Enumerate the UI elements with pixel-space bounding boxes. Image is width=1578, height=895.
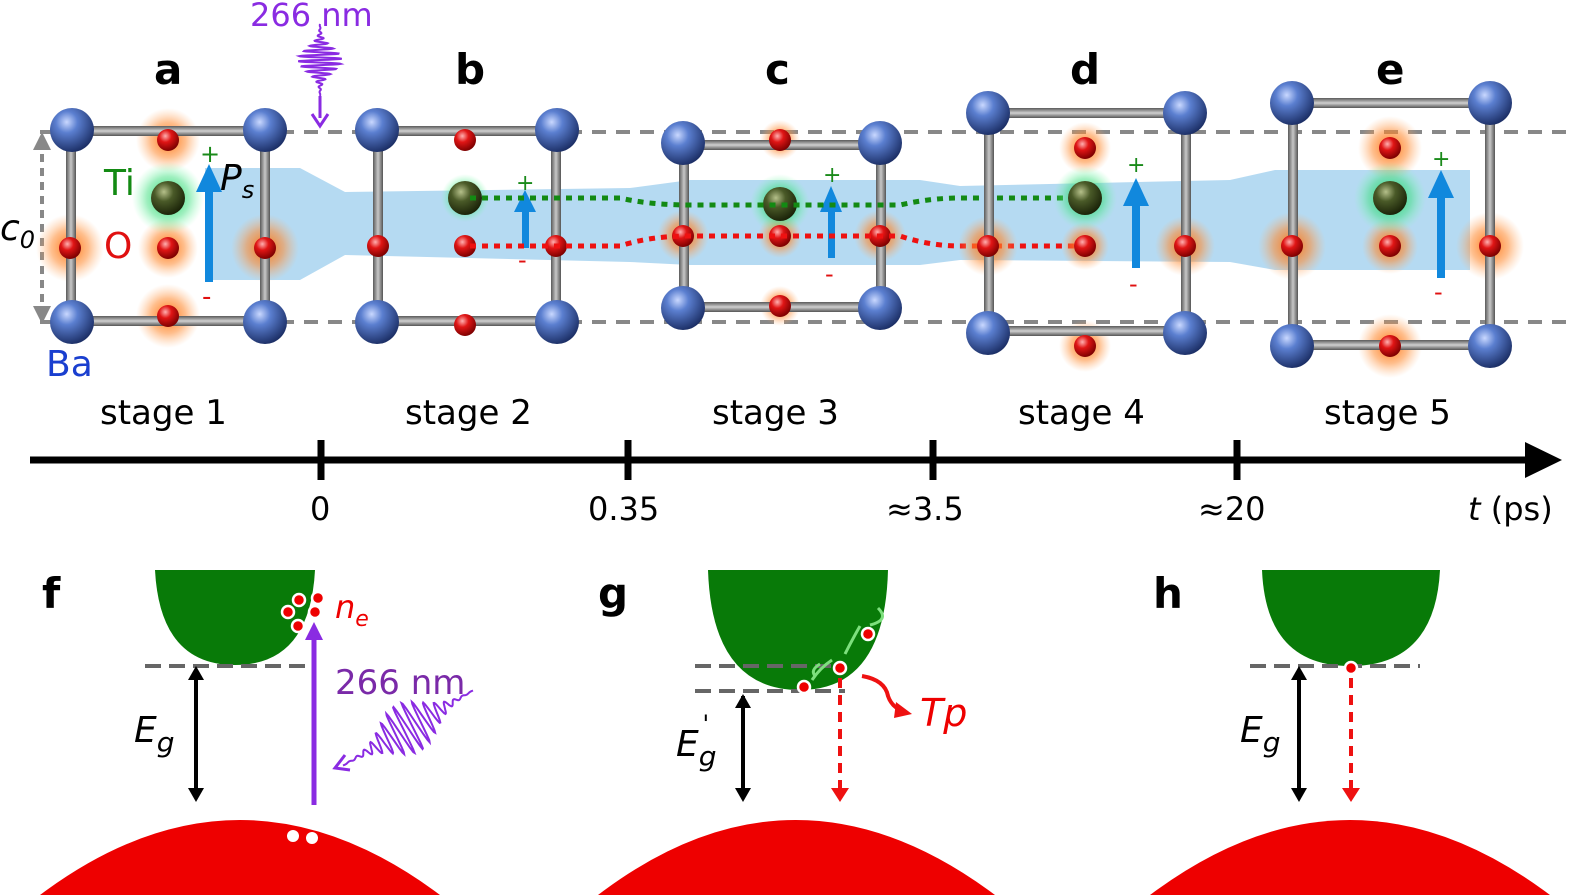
polarization-arrow-b bbox=[514, 190, 536, 248]
stage-label-5: stage 5 bbox=[1324, 393, 1451, 433]
svg-text:+: + bbox=[516, 171, 534, 196]
relaxation-arrows bbox=[810, 606, 884, 681]
pulse-wavepacket-top bbox=[295, 23, 345, 97]
time-axis-label: t (ps) bbox=[1468, 490, 1553, 528]
unit-cell-a bbox=[36, 108, 299, 348]
o-label: O bbox=[104, 226, 132, 267]
excited-electrons bbox=[280, 590, 326, 634]
panel-letter-b: b bbox=[455, 45, 485, 94]
conduction-band-f bbox=[155, 570, 315, 665]
panel-letter-c: c bbox=[765, 45, 790, 94]
holes-g bbox=[806, 806, 878, 828]
panel-letter-a: a bbox=[154, 45, 182, 94]
polarization-arrow-d bbox=[1123, 178, 1149, 268]
svg-text:-: - bbox=[825, 260, 834, 288]
unit-cell-e bbox=[1258, 81, 1524, 378]
svg-text:-: - bbox=[202, 282, 211, 312]
o-displacement-line bbox=[470, 233, 1080, 249]
ba-label: Ba bbox=[46, 344, 93, 385]
valence-band-h bbox=[1150, 820, 1550, 895]
polarization-arrow-a bbox=[196, 164, 222, 282]
panel-letter-d: d bbox=[1070, 45, 1100, 94]
svg-text:-: - bbox=[1129, 270, 1138, 298]
svg-text:+: + bbox=[1432, 147, 1450, 172]
time-tick-label-0: 0 bbox=[310, 490, 330, 528]
c0-label: c0 bbox=[0, 208, 35, 254]
pulse-label-top: 266 nm bbox=[250, 0, 373, 34]
relaxing-electrons bbox=[796, 626, 876, 695]
panel-letter-g: g bbox=[598, 569, 628, 618]
stage-label-4: stage 4 bbox=[1018, 393, 1145, 433]
holes-f bbox=[287, 809, 334, 844]
svg-text:+: + bbox=[823, 163, 841, 188]
panel-letter-h: h bbox=[1153, 569, 1183, 618]
ps-label: Ps bbox=[220, 158, 254, 204]
hole-h bbox=[1345, 804, 1357, 816]
panel-letter-e: e bbox=[1376, 45, 1405, 94]
ti-atom-a bbox=[151, 181, 185, 215]
ti-label: Ti bbox=[103, 163, 135, 204]
conduction-band-g bbox=[708, 570, 888, 690]
time-tick-label-2: ≈3.5 bbox=[886, 490, 964, 528]
eg-prime-label: Eg' bbox=[676, 710, 717, 773]
svg-text:+: + bbox=[200, 140, 220, 168]
time-tick-label-3: ≈20 bbox=[1198, 490, 1266, 528]
unit-cell-d bbox=[958, 91, 1215, 372]
svg-text:-: - bbox=[518, 246, 527, 274]
unit-cell-b bbox=[355, 108, 579, 344]
stage-label-1: stage 1 bbox=[100, 393, 227, 433]
c0-arrowhead-top bbox=[33, 132, 51, 150]
tp-label: Tp bbox=[920, 691, 967, 735]
time-axis-arrowhead bbox=[1525, 442, 1562, 478]
stage-label-2: stage 2 bbox=[405, 393, 532, 433]
eg-label-f: Eg bbox=[134, 710, 175, 759]
svg-text:+: + bbox=[1127, 153, 1145, 178]
valence-band-f bbox=[40, 820, 440, 895]
ne-label: ne bbox=[335, 588, 369, 632]
polarization-arrow-c bbox=[820, 186, 842, 258]
panel-letter-f: f bbox=[42, 569, 61, 618]
valence-band-g bbox=[598, 820, 995, 895]
pulse-label-band: 266 nm bbox=[335, 663, 465, 703]
pulse-wavepacket-band bbox=[342, 689, 474, 767]
c0-arrowhead-bottom bbox=[33, 306, 51, 324]
time-tick-label-1: 0.35 bbox=[588, 490, 659, 528]
ti-displacement-line bbox=[470, 195, 1080, 208]
electron-h bbox=[1343, 660, 1359, 676]
stage-label-3: stage 3 bbox=[712, 393, 839, 433]
conduction-band-h bbox=[1262, 570, 1440, 666]
svg-text:-: - bbox=[1434, 278, 1443, 306]
polarization-arrow-e bbox=[1428, 170, 1454, 278]
eg-label-h: Eg bbox=[1240, 710, 1281, 759]
unit-cell-c bbox=[657, 120, 906, 330]
